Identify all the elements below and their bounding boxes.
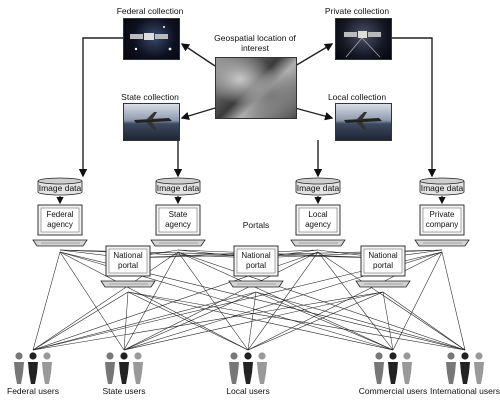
computer-terminal-icon — [414, 204, 470, 247]
computer-terminal-icon — [228, 245, 284, 288]
portal-user-link — [123, 291, 257, 351]
computer-terminal-icon — [150, 204, 206, 247]
geo-to-private-arrow — [294, 43, 334, 67]
aircraft-icon — [344, 112, 382, 130]
federal-collection-image — [123, 18, 180, 60]
agency-terminal-name-line1: State — [168, 210, 188, 219]
geospatial-location-image — [215, 57, 297, 119]
portal-user-link — [32, 291, 384, 351]
agency-portal-link — [255, 249, 443, 259]
portal-user-link — [127, 291, 466, 351]
private-collection-label: Private collection — [324, 6, 390, 16]
local-collection-label: Local collection — [327, 92, 387, 102]
user-group-label: Local users — [226, 386, 270, 396]
image-data-label: Image data — [38, 183, 82, 193]
national-portal-terminal-name-line2: portal — [372, 260, 394, 270]
image-data-label: Image data — [296, 183, 340, 193]
agency-terminal-name-line2: company — [425, 219, 459, 229]
agency-terminal-name-line2: agency — [305, 219, 331, 229]
portal-user-link — [382, 291, 466, 351]
portal-user-link — [247, 251, 443, 351]
database-cylinder-icon — [37, 177, 83, 196]
portal-user-link — [382, 291, 394, 351]
image-data-label: Image data — [156, 183, 200, 193]
database-cylinder-icon — [419, 177, 465, 196]
computer-terminal-icon — [290, 204, 346, 247]
geospatial-location-label: Geospatial location of interest — [214, 33, 296, 53]
private-collection-image — [335, 18, 392, 60]
portal-user-link — [32, 251, 179, 351]
federal-collection-label: Federal collection — [116, 6, 184, 16]
agency-portal-link — [127, 249, 319, 259]
user-group-label: International users — [430, 386, 500, 396]
portals-label: Portals — [242, 220, 270, 230]
portal-user-link — [59, 251, 125, 351]
user-group-icon — [374, 352, 412, 384]
agency-terminal-name-line1: Federal — [46, 210, 74, 219]
national-portal-terminal-name-line1: National — [241, 251, 271, 260]
user-group-label: State users — [102, 386, 146, 396]
national-portal-terminal-name-line2: portal — [245, 260, 267, 270]
aircraft-icon — [134, 112, 172, 130]
portal-user-link — [32, 251, 61, 351]
user-group-icon — [14, 352, 52, 384]
geo-to-state-arrow — [180, 107, 216, 120]
local-collection-image — [335, 103, 392, 141]
portal-user-link — [317, 251, 466, 351]
agency-portal-link — [59, 249, 257, 259]
portal-user-link — [177, 251, 466, 351]
national-portal-terminal-name-line2: portal — [117, 260, 139, 270]
computer-terminal-icon — [355, 245, 411, 288]
state-collection-label: State collection — [121, 92, 179, 102]
portal-user-link — [127, 291, 394, 351]
satellite-icon — [130, 26, 172, 51]
portal-user-link — [247, 291, 384, 351]
portal-user-link — [127, 291, 249, 351]
portal-user-link — [59, 251, 249, 351]
national-portal-terminal-name-line1: National — [368, 251, 398, 260]
private-to-image-data-arrow — [390, 37, 437, 178]
portal-user-link — [123, 291, 384, 351]
federal-to-image-data-arrow — [78, 37, 123, 178]
user-group-icon — [229, 352, 267, 384]
portal-user-link — [32, 291, 257, 351]
user-group-icon — [446, 352, 484, 384]
agency-terminal-name-line1: Private — [429, 210, 455, 219]
database-cylinder-icon — [155, 177, 201, 196]
portal-user-link — [32, 291, 129, 351]
portal-user-link — [255, 291, 394, 351]
portal-user-link — [441, 251, 466, 351]
user-group-label: Federal users — [7, 386, 59, 396]
satellite-icon — [344, 31, 381, 58]
portal-user-link — [392, 251, 443, 351]
computer-terminal-icon — [32, 204, 88, 247]
user-group-icon — [105, 352, 143, 384]
agency-terminal-name-line1: Local — [308, 210, 328, 219]
agency-terminal-name-line2: agency — [165, 219, 191, 229]
portal-user-link — [317, 251, 394, 351]
agency-terminal-name-line2: agency — [47, 219, 73, 229]
database-cylinder-icon — [295, 177, 341, 196]
state-collection-image — [123, 103, 180, 141]
national-portal-terminal-name-line1: National — [113, 251, 143, 260]
portal-user-link — [255, 291, 466, 351]
portal-user-link — [177, 251, 249, 351]
image-data-label: Image data — [420, 183, 464, 193]
geo-to-local-arrow — [294, 107, 334, 121]
portal-user-link — [123, 291, 129, 351]
geo-to-federal-arrow — [180, 43, 216, 67]
user-group-label: Commercial users — [358, 386, 428, 396]
computer-terminal-icon — [100, 245, 156, 288]
portal-user-link — [247, 291, 257, 351]
portal-user-link — [177, 251, 394, 351]
